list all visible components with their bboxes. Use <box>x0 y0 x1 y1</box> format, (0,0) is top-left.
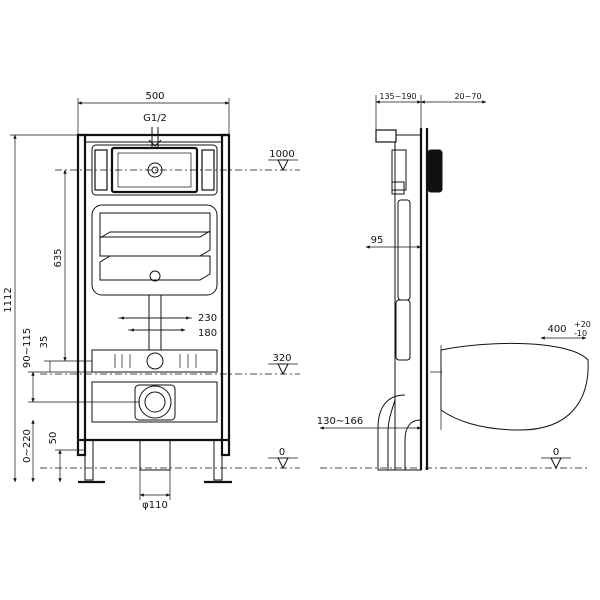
drain-pipe <box>139 439 171 471</box>
dimension-230-label: 230 <box>198 313 217 324</box>
dimension-130-166-label: 130~166 <box>317 416 364 427</box>
right-frame-upright <box>220 133 231 457</box>
left-frame-upright <box>76 133 87 457</box>
right-leg <box>213 439 223 481</box>
dimension-95-label: 95 <box>371 235 384 246</box>
flush-plate-opening <box>110 146 199 194</box>
pipe-label: φ110 <box>142 500 168 511</box>
side-frame <box>394 134 422 471</box>
toilet-bowl <box>440 342 589 431</box>
flush-plate-side <box>375 129 397 143</box>
cistern-body <box>91 204 218 296</box>
width-label: 500 <box>145 91 164 102</box>
bowl-tolerance-upper: +20 <box>574 320 591 329</box>
side-level-0-label: 0 <box>553 447 559 458</box>
level-0-label: 0 <box>279 447 285 458</box>
dimension-0-220-label: 0~220 <box>22 429 33 463</box>
flush-outlet-icon <box>146 352 164 370</box>
dimension-180-label: 180 <box>198 328 217 339</box>
flush-pipe <box>148 294 162 351</box>
dimension-35-label: 35 <box>39 336 50 349</box>
dimension-20-70-label: 20~70 <box>454 92 481 101</box>
dimension-50-label: 50 <box>48 432 59 445</box>
total-height-label: 1112 <box>3 287 14 312</box>
front-view: 500 G1/2 1112 1000 635 35 90~115 230 180… <box>3 91 300 511</box>
level-1000-label: 1000 <box>269 149 294 160</box>
side-view: 135~190 20~70 95 400 +20 -10 130~166 0 <box>317 92 591 471</box>
inlet-label: G1/2 <box>143 113 167 124</box>
waste-bend <box>377 394 421 471</box>
level-marker-icon <box>277 159 289 172</box>
bowl-400-label: 400 <box>547 324 566 335</box>
dimension-635-label: 635 <box>53 248 64 267</box>
bowl-tolerance-lower: -10 <box>574 329 587 338</box>
left-leg <box>84 439 94 481</box>
waste-outlet-icon <box>138 385 172 419</box>
actuator-icon <box>427 149 443 193</box>
dimension-90-115-label: 90~115 <box>22 328 33 368</box>
dimension-135-190-label: 135~190 <box>379 92 416 101</box>
level-320-label: 320 <box>272 353 291 364</box>
